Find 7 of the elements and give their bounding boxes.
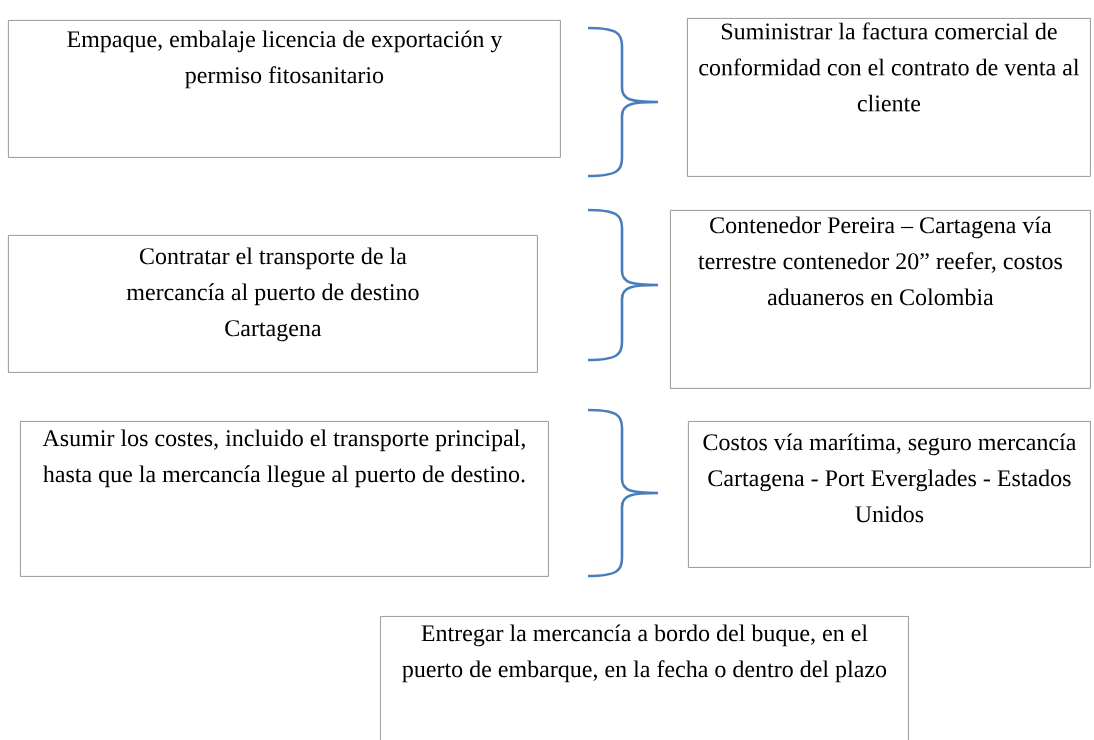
text-box: Contratar el transporte de la mercancía al puerto de destino Cartagena <box>8 235 538 373</box>
text-box: Costos vía marítima, seguro mercancía Cartagena - Port Everglades - Estados Unidos <box>688 421 1091 568</box>
text-box: Empaque, embalaje licencia de exportación y permiso fitosanitario <box>8 20 561 158</box>
text-box: Asumir los costes, incluido el transporte principal, hasta que la mercancía llegue al puerto de destino. <box>20 421 549 577</box>
text-box: Contenedor Pereira – Cartagena vía terrestre contenedor 20” reefer, costos aduaneros en Colombia <box>670 210 1091 389</box>
text-box: Entregar la mercancía a bordo del buque, en el puerto de embarque, en la fecha o dentro del plazo <box>380 616 909 740</box>
text-box: Suministrar la factura comercial de conformidad con el contrato de venta al cliente <box>687 18 1091 177</box>
